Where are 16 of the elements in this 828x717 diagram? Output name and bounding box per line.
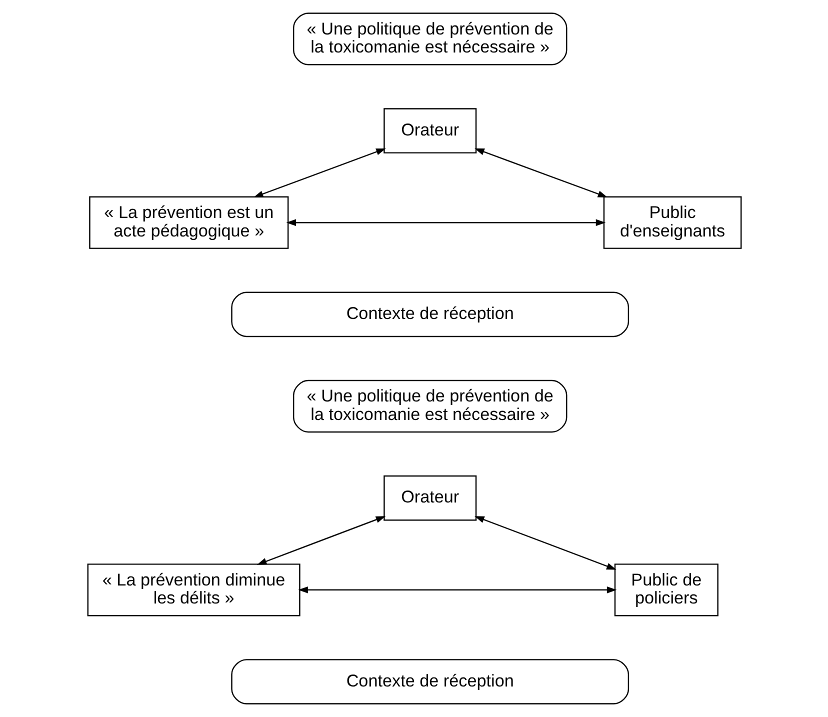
node-box: Contexte de réception — [230, 292, 629, 338]
node-box: Contexte de réception — [230, 659, 629, 704]
arrow — [474, 148, 608, 198]
node-box: Orateur — [383, 108, 476, 154]
arrow — [286, 219, 606, 226]
node-box: Public d'enseignants — [602, 196, 742, 249]
node-box: « La prévention diminue les délits » — [86, 564, 300, 616]
node-box: Public de policiers — [614, 564, 718, 616]
node-box: « Une politique de prévention de la toxicomanie est nécessaire » — [292, 12, 567, 66]
node-box: « Une politique de prévention de la toxicomanie est nécessaire » — [292, 380, 567, 433]
arrow — [256, 516, 386, 565]
arrow — [252, 148, 386, 198]
node-box: Orateur — [383, 475, 476, 521]
arrow — [474, 516, 616, 570]
node-box: « La prévention est un acte pédagogique » — [88, 196, 288, 249]
arrow — [298, 586, 616, 594]
